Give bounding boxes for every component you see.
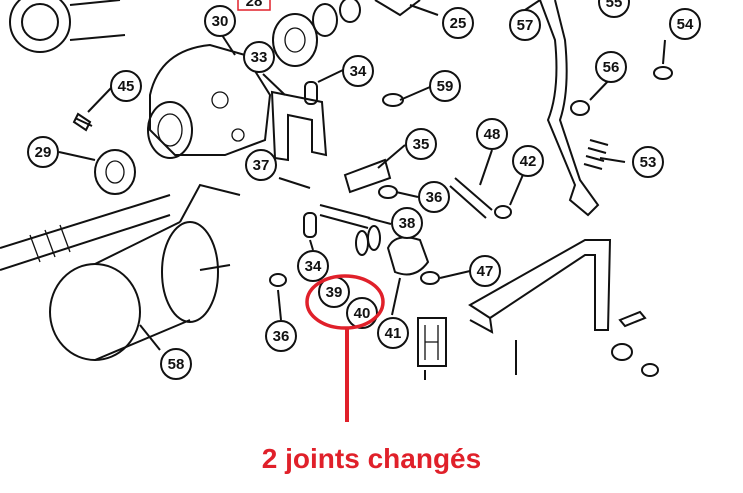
callout-28: 28 (237, 0, 271, 11)
callout-36: 36 (418, 181, 450, 213)
svg-text:45: 45 (118, 78, 135, 95)
callout-37: 37 (245, 149, 277, 181)
svg-text:59: 59 (437, 78, 454, 95)
callout-29: 29 (27, 136, 59, 168)
svg-text:53: 53 (640, 154, 657, 171)
callout-bubbles: 28 30 33 34 59 45 29 37 (27, 0, 701, 380)
svg-text:36: 36 (273, 328, 290, 345)
svg-text:57: 57 (517, 17, 534, 34)
svg-text:38: 38 (399, 215, 416, 232)
svg-text:37: 37 (253, 157, 270, 174)
callout-36-lower: 36 (265, 320, 297, 352)
callout-39: 39 (318, 276, 350, 308)
callout-34: 34 (342, 55, 374, 87)
highlight-annotation (305, 274, 385, 422)
callout-35: 35 (405, 128, 437, 160)
leader-lines (58, 0, 666, 380)
svg-text:41: 41 (385, 325, 402, 342)
callout-45: 45 (110, 70, 142, 102)
svg-text:25: 25 (450, 15, 467, 32)
callout-55: 55 (598, 0, 630, 18)
callout-38: 38 (391, 207, 423, 239)
svg-text:34: 34 (305, 258, 322, 275)
svg-text:36: 36 (426, 189, 443, 206)
svg-text:40: 40 (354, 305, 371, 322)
svg-text:29: 29 (35, 144, 52, 161)
callout-47: 47 (469, 255, 501, 287)
callout-25: 25 (442, 7, 474, 39)
svg-text:47: 47 (477, 263, 494, 280)
callout-41: 41 (377, 317, 409, 349)
callout-58: 58 (160, 348, 192, 380)
svg-text:34: 34 (350, 63, 367, 80)
callout-30: 30 (204, 5, 236, 37)
svg-text:54: 54 (677, 16, 694, 33)
svg-text:55: 55 (606, 0, 623, 11)
svg-text:33: 33 (251, 49, 268, 66)
callout-57: 57 (509, 9, 541, 41)
callout-33: 33 (243, 41, 275, 73)
svg-text:48: 48 (484, 126, 501, 143)
svg-text:39: 39 (326, 284, 343, 301)
part-drawings (0, 0, 673, 377)
svg-text:58: 58 (168, 356, 185, 373)
annotation-caption: 2 joints changés (261, 443, 482, 474)
svg-text:28: 28 (246, 0, 263, 10)
svg-text:56: 56 (603, 59, 620, 76)
callout-56: 56 (595, 51, 627, 83)
callout-53: 53 (632, 146, 664, 178)
svg-text:42: 42 (520, 153, 537, 170)
callout-54: 54 (669, 8, 701, 40)
svg-text:35: 35 (413, 136, 430, 153)
callout-34-lower: 34 (297, 250, 329, 282)
svg-text:30: 30 (212, 13, 229, 30)
callout-59: 59 (429, 70, 461, 102)
callout-48: 48 (476, 118, 508, 150)
callout-42: 42 (512, 145, 544, 177)
